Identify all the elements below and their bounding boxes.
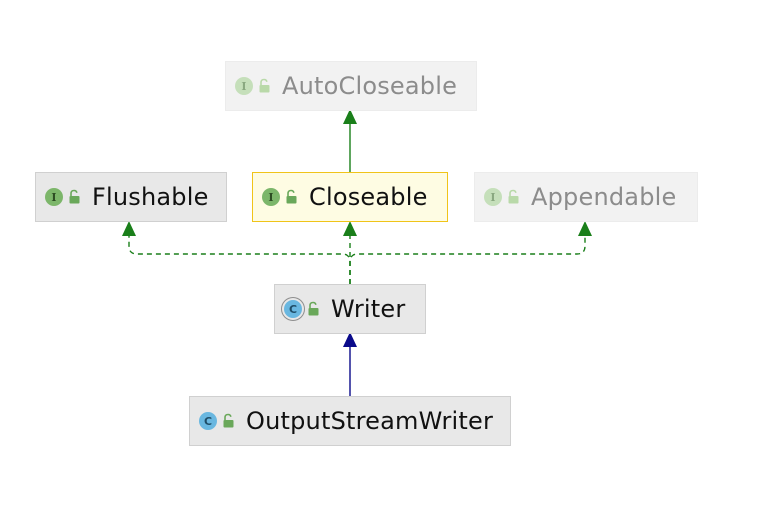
node-label: Writer [331, 295, 406, 323]
edge-writer-implements-flushable [128, 236, 351, 284]
unlocked-icon [259, 78, 270, 93]
interface-icon: I [235, 77, 253, 95]
node-label: Closeable [309, 183, 428, 211]
unlocked-icon [69, 189, 80, 204]
node-writer[interactable]: C Writer [274, 284, 426, 334]
node-closeable[interactable]: I Closeable [252, 172, 448, 222]
node-autocloseable[interactable]: I AutoCloseable [225, 61, 477, 111]
interface-icon: I [45, 188, 63, 206]
arrowhead [122, 221, 136, 236]
edge-writer-implements-appendable [349, 236, 586, 284]
arrowhead [343, 332, 357, 347]
node-label: Flushable [92, 183, 209, 211]
class-icon: C [199, 412, 217, 430]
node-label: Appendable [531, 183, 677, 211]
interface-icon: I [262, 188, 280, 206]
unlocked-icon [223, 413, 234, 428]
node-label: AutoCloseable [282, 72, 458, 100]
interface-icon: I [484, 188, 502, 206]
node-label: OutputStreamWriter [246, 407, 494, 435]
arrowhead [343, 109, 357, 124]
node-appendable[interactable]: I Appendable [474, 172, 698, 222]
node-outputstreamwriter[interactable]: C OutputStreamWriter [189, 396, 511, 446]
edge-closeable-extends-autocloseable [343, 109, 357, 172]
unlocked-icon [286, 189, 297, 204]
unlocked-icon [508, 189, 519, 204]
unlocked-icon [308, 301, 319, 316]
node-flushable[interactable]: I Flushable [35, 172, 227, 222]
abstract-class-icon: C [284, 300, 302, 318]
arrowhead [343, 221, 357, 236]
edge-writer-implements-interfaces [122, 221, 592, 284]
edge-outputstreamwriter-extends-writer [343, 332, 357, 396]
arrowhead [578, 221, 592, 236]
